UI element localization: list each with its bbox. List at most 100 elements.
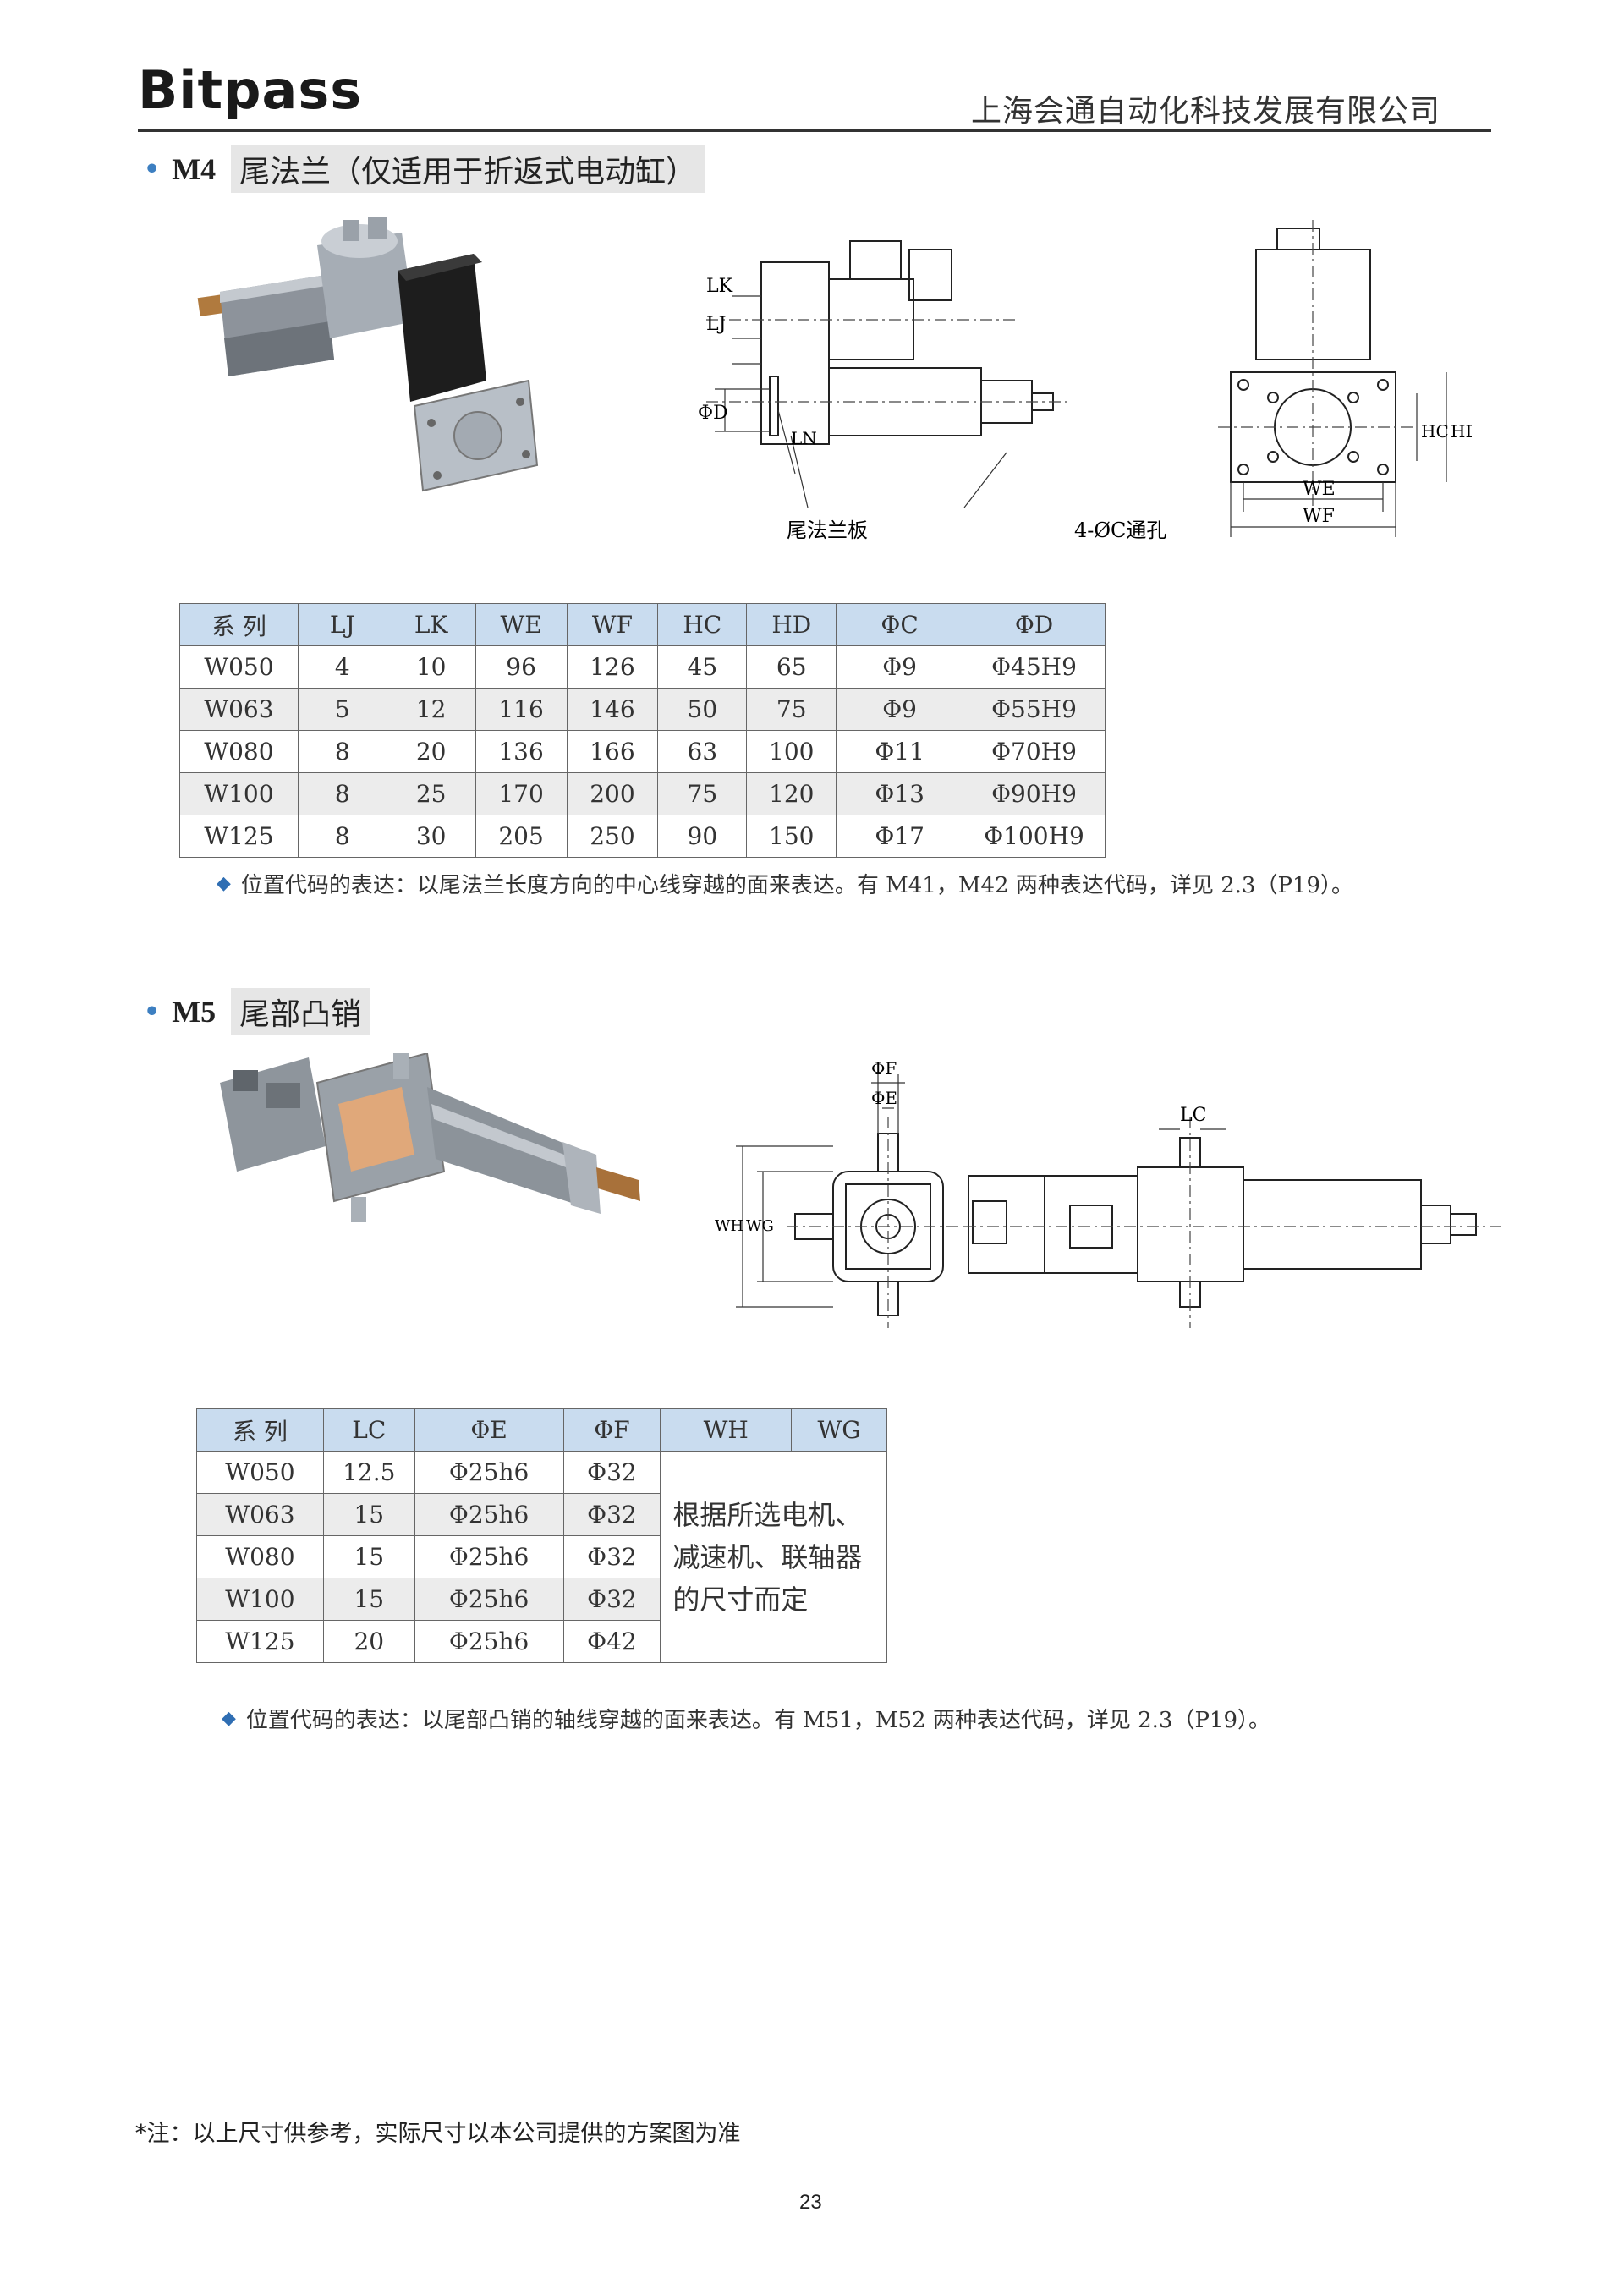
m4-side-view-drawing: LK LJ ΦD LN 尾法兰板 4-ØC通孔 xyxy=(698,240,1166,542)
table-header-cell: 系 列 xyxy=(179,603,299,646)
header-rule xyxy=(138,129,1491,132)
table-cell: 120 xyxy=(746,772,837,815)
table-header-cell: HC xyxy=(657,603,748,646)
table-cell: 200 xyxy=(566,772,659,815)
table-cell: 20 xyxy=(322,1620,415,1663)
table-cell: W125 xyxy=(196,1620,324,1663)
table-header-cell: HD xyxy=(746,603,837,646)
diamond-icon: ◆ xyxy=(222,1708,236,1729)
table-cell: 10 xyxy=(386,645,476,689)
table-cell: Φ70H9 xyxy=(963,730,1106,773)
table-cell: 50 xyxy=(657,688,748,731)
table-cell: Φ17 xyxy=(836,815,964,858)
table-cell: 96 xyxy=(475,645,568,689)
table-cell: 150 xyxy=(746,815,837,858)
table-header-cell: LC xyxy=(322,1408,415,1452)
company-name: 上海会通自动化科技发展有限公司 xyxy=(971,94,1441,129)
table-cell: 146 xyxy=(566,688,659,731)
m4-note: ◆ 位置代码的表达：以尾法兰长度方向的中心线穿越的面来表达。有 M41，M42 … xyxy=(217,868,1353,899)
brand-logo: Bitpass xyxy=(138,59,363,121)
m4-label-we: WE xyxy=(1303,479,1336,500)
table-header-cell: WE xyxy=(475,603,568,646)
table-cell: Φ9 xyxy=(836,645,964,689)
table-cell: W050 xyxy=(179,645,299,689)
table-header-cell: WH xyxy=(660,1408,793,1452)
table-cell: 205 xyxy=(475,815,568,858)
m5-note: ◆ 位置代码的表达：以尾部凸销的轴线穿越的面来表达。有 M51，M52 两种表达… xyxy=(222,1703,1270,1734)
table-cell: W063 xyxy=(196,1493,324,1536)
table-cell: Φ13 xyxy=(836,772,964,815)
m4-section-title: • M4 尾法兰（仅适用于折返式电动缸） xyxy=(144,145,705,193)
table-cell: 15 xyxy=(322,1493,415,1536)
table-cell: Φ25h6 xyxy=(414,1493,564,1536)
table-cell: 126 xyxy=(566,645,659,689)
table-cell: Φ42 xyxy=(562,1620,661,1663)
m5-label-wg: WG xyxy=(746,1217,774,1235)
table-header-cell: WF xyxy=(566,603,659,646)
table-cell: 45 xyxy=(657,645,748,689)
m5-note-text: 位置代码的表达：以尾部凸销的轴线穿越的面来表达。有 M51，M52 两种表达代码… xyxy=(245,1708,1271,1733)
table-cell: 4 xyxy=(297,645,387,689)
table-header-cell: LJ xyxy=(297,603,387,646)
table-cell: W063 xyxy=(179,688,299,731)
table-cell: 20 xyxy=(386,730,476,773)
table-cell: Φ32 xyxy=(562,1535,661,1578)
table-cell: 170 xyxy=(475,772,568,815)
table-cell: 100 xyxy=(746,730,837,773)
table-cell: 75 xyxy=(746,688,837,731)
m5-drawing: ΦF ΦE LC WH WG xyxy=(715,1058,1506,1328)
merged-note-cell: 根据所选电机、减速机、联轴器的尺寸而定 xyxy=(660,1451,887,1663)
table-cell: 166 xyxy=(566,730,659,773)
page-number: 23 xyxy=(799,2191,822,2214)
table-cell: 75 xyxy=(657,772,748,815)
table-cell: 63 xyxy=(657,730,748,773)
table-cell: Φ55H9 xyxy=(963,688,1106,731)
table-header-cell: WG xyxy=(791,1408,887,1452)
m4-label-hc: HC xyxy=(1421,421,1449,442)
table-cell: 65 xyxy=(746,645,837,689)
table-cell: W125 xyxy=(179,815,299,858)
m4-label-lj: LJ xyxy=(706,314,726,335)
table-cell: Φ11 xyxy=(836,730,964,773)
table-cell: 90 xyxy=(657,815,748,858)
table-cell: Φ32 xyxy=(562,1578,661,1621)
table-cell: 116 xyxy=(475,688,568,731)
m4-label-wf: WF xyxy=(1303,506,1335,527)
m5-label-lc: LC xyxy=(1180,1105,1206,1126)
table-header-cell: ΦF xyxy=(562,1408,661,1452)
table-header-cell: 系 列 xyxy=(196,1408,324,1452)
m5-title: 尾部凸销 xyxy=(231,988,370,1035)
table-cell: Φ100H9 xyxy=(963,815,1106,858)
table-cell: 8 xyxy=(297,772,387,815)
footnote: *注：以上尺寸供参考，实际尺寸以本公司提供的方案图为准 xyxy=(135,2121,741,2147)
table-cell: 12.5 xyxy=(322,1451,415,1494)
m4-end-view-drawing: WE WF HC HD xyxy=(1218,220,1472,537)
table-cell: W080 xyxy=(196,1535,324,1578)
table-cell: Φ32 xyxy=(562,1493,661,1536)
table-cell: Φ25h6 xyxy=(414,1578,564,1621)
m5-label-phi-f: ΦF xyxy=(871,1058,897,1079)
m5-product-image xyxy=(220,1053,640,1222)
table-cell: 5 xyxy=(297,688,387,731)
table-cell: 250 xyxy=(566,815,659,858)
diamond-icon: ◆ xyxy=(217,873,231,894)
bullet-icon: • xyxy=(144,996,161,1027)
table-cell: Φ25h6 xyxy=(414,1451,564,1494)
table-header-cell: ΦD xyxy=(963,603,1106,646)
m4-label-phi-d: ΦD xyxy=(698,403,728,424)
table-cell: 8 xyxy=(297,730,387,773)
table-cell: 15 xyxy=(322,1578,415,1621)
table-cell: 8 xyxy=(297,815,387,858)
m4-product-image xyxy=(197,217,539,492)
table-cell: Φ90H9 xyxy=(963,772,1106,815)
table-cell: 15 xyxy=(322,1535,415,1578)
